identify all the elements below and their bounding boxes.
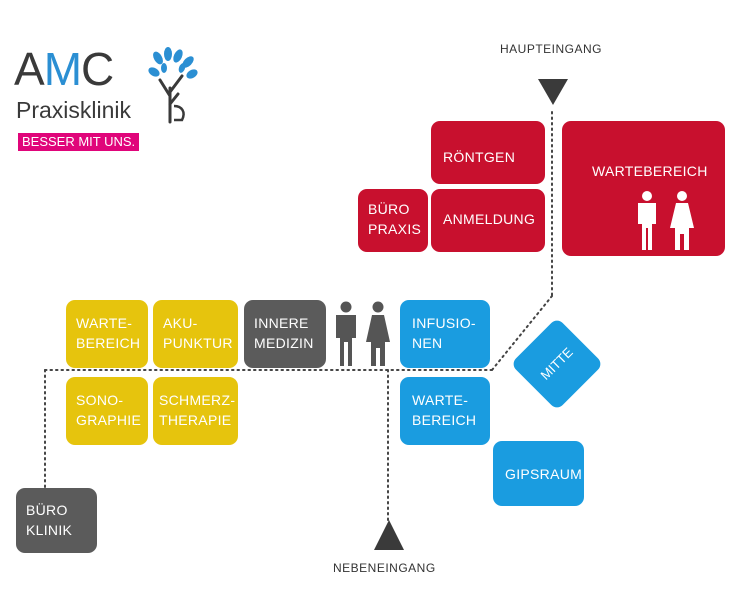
logo-slogan: BESSER MIT UNS. [18, 133, 140, 151]
room-wartebereich-blue[interactable]: WARTE- BEREICH [400, 377, 490, 445]
room-buero-praxis-label: BÜRO PRAXIS [368, 201, 422, 237]
logo-letter-m: M [43, 43, 82, 95]
room-gipsraum-label: GIPSRAUM [505, 466, 583, 482]
room-wartebereich-main[interactable]: WARTEBEREICH [562, 121, 725, 256]
path-main-diagonal [491, 295, 553, 371]
room-infusionen[interactable]: INFUSIO- NEN [400, 300, 490, 368]
room-schmerztherapie[interactable]: SCHMERZ- THERAPIE [153, 377, 238, 445]
restroom-icon-gray [336, 301, 390, 366]
logo-amc: AMC [14, 43, 114, 95]
room-innere-medizin[interactable]: INNERE MEDIZIN [244, 300, 326, 368]
room-anmeldung-label: ANMELDUNG [443, 211, 536, 227]
entrance-arrow-down-icon [538, 79, 568, 105]
room-schmerztherapie-label: SCHMERZ- THERAPIE [159, 392, 236, 428]
room-akupunktur-label: AKU- PUNKTUR [163, 315, 233, 351]
main-entrance-label: HAUPTEINGANG [500, 42, 603, 56]
room-innere-medizin-label: INNERE MEDIZIN [254, 315, 314, 351]
room-roentgen-label: RÖNTGEN [443, 149, 516, 165]
room-wartebereich-main-label: WARTEBEREICH [592, 163, 708, 179]
room-roentgen[interactable]: RÖNTGEN [431, 121, 545, 184]
logo-letter-c: C [81, 43, 114, 95]
room-infusionen-label: INFUSIO- NEN [412, 315, 476, 351]
room-akupunktur[interactable]: AKU- PUNKTUR [153, 300, 238, 368]
room-wartebereich-yellow-label: WARTE- BEREICH [76, 315, 141, 351]
room-wartebereich-blue-label: WARTE- BEREICH [412, 392, 477, 428]
logo-subtitle: Praxisklinik [16, 97, 132, 123]
tree-logo-icon [148, 47, 198, 124]
room-sonographie[interactable]: SONO- GRAPHIE [66, 377, 148, 445]
room-buero-klinik[interactable]: BÜRO KLINIK [16, 488, 97, 553]
room-anmeldung[interactable]: ANMELDUNG [431, 189, 545, 252]
restroom-icon-red [638, 191, 694, 250]
room-buero-klinik-label: BÜRO KLINIK [26, 502, 73, 538]
room-sonographie-label: SONO- GRAPHIE [76, 392, 142, 428]
entrance-arrow-up-icon [374, 520, 404, 550]
logo-letter-a: A [14, 43, 45, 95]
side-entrance-label: NEBENEINGANG [333, 561, 436, 575]
room-buero-praxis[interactable]: BÜRO PRAXIS [358, 189, 428, 252]
room-wartebereich-yellow[interactable]: WARTE- BEREICH [66, 300, 148, 368]
room-gipsraum[interactable]: GIPSRAUM [493, 441, 584, 506]
